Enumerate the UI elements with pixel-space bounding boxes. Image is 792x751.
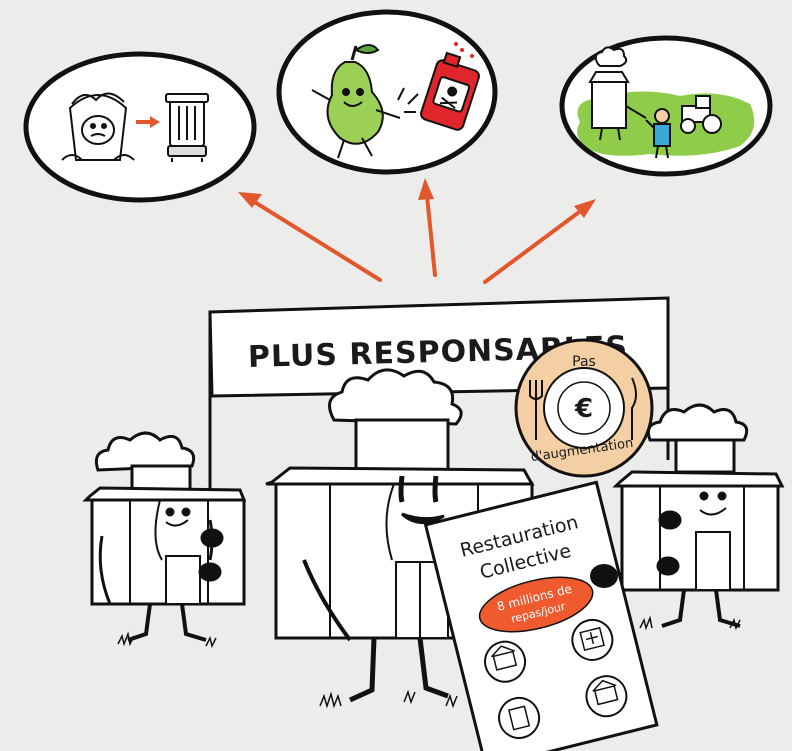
plate-badge: Pas € d'augmentation [514, 338, 654, 478]
bubble-local-sourcing [559, 35, 773, 177]
plate-text-top: Pas [572, 354, 596, 370]
euro-symbol-icon: € [574, 394, 593, 424]
grass [117, 615, 741, 709]
knife-icon [631, 377, 637, 440]
chef-right [612, 403, 785, 628]
pear-kicks-pesticide-icon [311, 42, 480, 159]
arrow-right [483, 202, 592, 284]
chef-left [82, 431, 247, 642]
arrows [238, 178, 596, 284]
bin-to-scale-icon [61, 92, 209, 162]
poster: Restauration Collective 8 millions de re… [423, 480, 659, 751]
fork-icon [529, 380, 543, 440]
hand-on-poster-icon [590, 564, 618, 588]
arrow-left [243, 194, 382, 282]
arrow-center [424, 184, 437, 277]
bubble-waste-reduction [23, 51, 257, 203]
local-farm-icon [577, 46, 755, 159]
bubble-no-pesticides [276, 9, 498, 175]
